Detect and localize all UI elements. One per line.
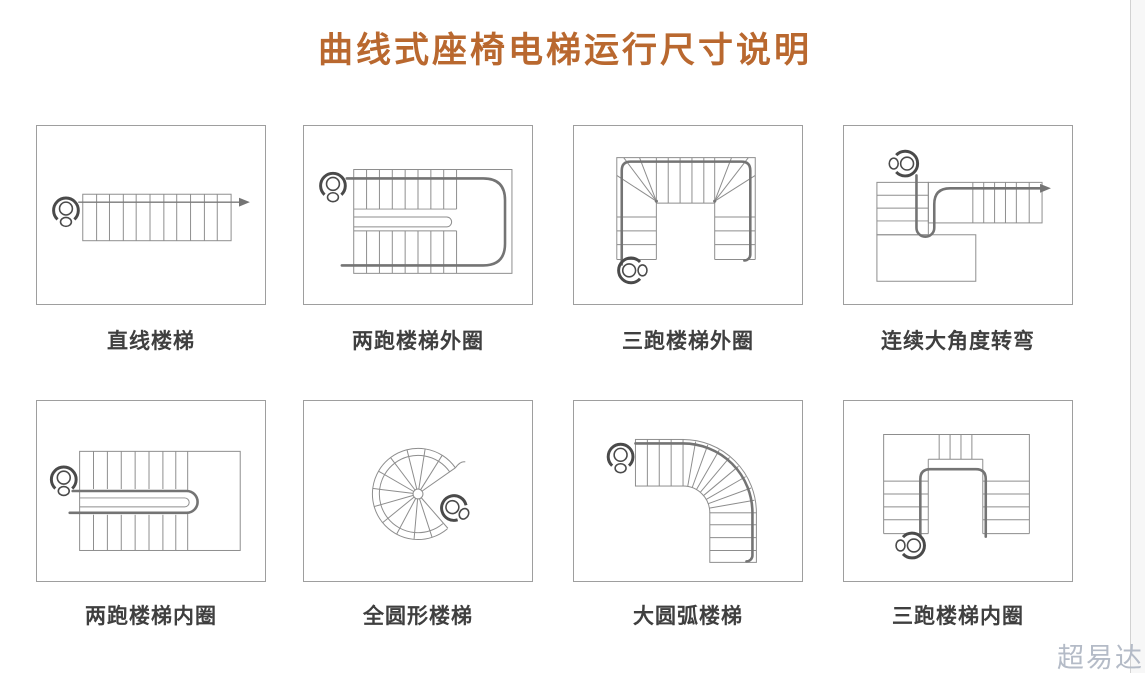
panel-frame bbox=[303, 400, 533, 582]
arrow-icon bbox=[1040, 183, 1051, 193]
stairlift-chair-icon bbox=[617, 256, 649, 285]
travel-path bbox=[340, 177, 507, 267]
travel-path bbox=[634, 442, 754, 563]
stairlift-chair-icon bbox=[894, 531, 926, 560]
panel-frame bbox=[843, 125, 1073, 305]
travel-path bbox=[919, 467, 988, 538]
stairlift-chair-icon bbox=[319, 171, 347, 204]
panel-three-run-outer: 三跑楼梯外圈 bbox=[573, 125, 803, 355]
staircase-steps bbox=[79, 450, 241, 551]
panel-three-run-inner: 三跑楼梯内圈 bbox=[843, 400, 1073, 630]
continuous-turn-diagram bbox=[876, 149, 1051, 282]
stairlift-chair-icon bbox=[52, 196, 80, 228]
panel-caption: 两跑楼梯外圈 bbox=[352, 330, 484, 353]
panel-full-circle: 全圆形楼梯 bbox=[303, 400, 533, 630]
page-edge-divider bbox=[1130, 0, 1131, 673]
travel-path bbox=[620, 160, 752, 266]
staircase-steps bbox=[634, 438, 757, 563]
panel-frame bbox=[303, 125, 533, 305]
staircase-steps bbox=[876, 181, 1043, 282]
panel-caption: 直线楼梯 bbox=[107, 330, 195, 353]
staircase-steps bbox=[883, 434, 1030, 535]
panel-caption: 连续大角度转弯 bbox=[881, 330, 1035, 353]
travel-path bbox=[915, 174, 1051, 239]
stairlift-chair-icon bbox=[606, 442, 635, 475]
panel-frame bbox=[573, 400, 803, 582]
panel-straight-stair: 直线楼梯 bbox=[36, 125, 266, 355]
panel-frame bbox=[36, 400, 266, 582]
panel-caption: 两跑楼梯内圈 bbox=[85, 605, 217, 628]
panel-caption: 大圆弧楼梯 bbox=[633, 605, 743, 628]
two-run-inner-diagram bbox=[49, 450, 241, 551]
panel-large-arc: 大圆弧楼梯 bbox=[573, 400, 803, 630]
panel-two-run-inner: 两跑楼梯内圈 bbox=[36, 400, 266, 630]
panel-caption: 三跑楼梯内圈 bbox=[892, 605, 1024, 628]
panel-frame bbox=[843, 400, 1073, 582]
staircase-steps bbox=[616, 157, 756, 260]
large-arc-diagram bbox=[606, 438, 757, 563]
panel-frame bbox=[573, 125, 803, 305]
staircase-steps bbox=[353, 169, 513, 274]
stairlift-chair-icon bbox=[435, 489, 476, 529]
travel-path bbox=[78, 197, 250, 207]
page-title: 曲线式座椅电梯运行尺寸说明 bbox=[317, 31, 812, 70]
three-run-outer-diagram bbox=[616, 157, 756, 285]
full-circle-diagram bbox=[371, 447, 476, 541]
page-edge-gutter bbox=[1131, 0, 1145, 673]
two-run-outer-diagram bbox=[319, 169, 513, 274]
stairlift-chair-icon bbox=[887, 149, 920, 178]
brand-watermark: 超易达 bbox=[1057, 643, 1144, 673]
panel-caption: 全圆形楼梯 bbox=[363, 605, 473, 628]
panel-two-run-outer: 两跑楼梯外圈 bbox=[303, 125, 533, 355]
staircase-steps bbox=[82, 193, 232, 242]
three-run-inner-diagram bbox=[883, 434, 1030, 560]
straight-stair-diagram bbox=[52, 193, 250, 242]
arrow-icon bbox=[239, 197, 250, 207]
staircase-steps bbox=[371, 447, 466, 541]
panel-caption: 三跑楼梯外圈 bbox=[622, 330, 754, 353]
panel-continuous-turn: 连续大角度转弯 bbox=[843, 125, 1073, 355]
panel-frame bbox=[36, 125, 266, 305]
travel-path bbox=[68, 489, 199, 515]
